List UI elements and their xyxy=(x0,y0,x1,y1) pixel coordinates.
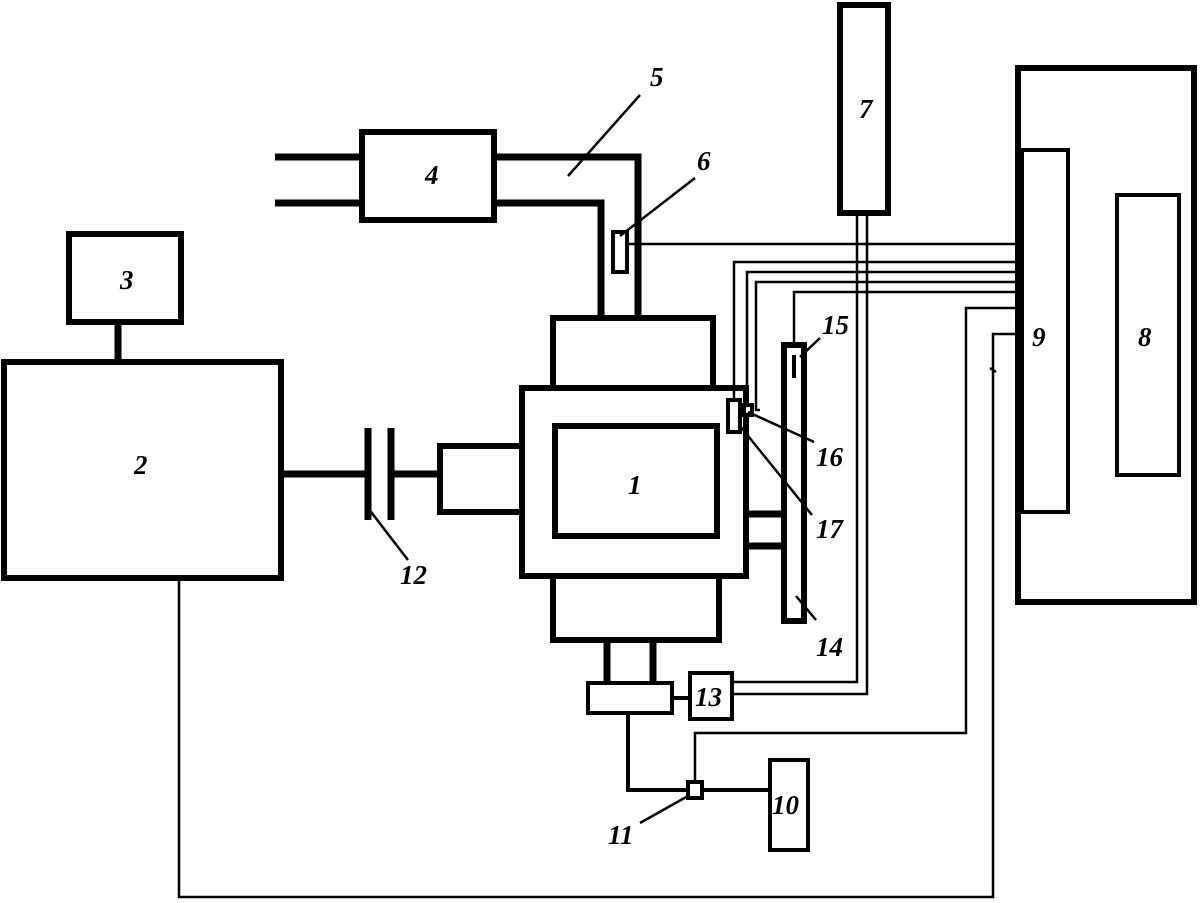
block-2 xyxy=(1,359,284,581)
block-1-assembly xyxy=(519,315,749,715)
label-12: 12 xyxy=(400,560,427,590)
block-13 xyxy=(672,671,734,721)
label-4: 4 xyxy=(424,160,439,190)
label-16: 16 xyxy=(816,442,844,472)
label-17: 17 xyxy=(816,514,845,544)
rods-to-14 xyxy=(746,510,784,550)
label-8: 8 xyxy=(1138,322,1152,352)
sensor-6 xyxy=(611,230,629,274)
label-2: 2 xyxy=(133,450,148,480)
label-1: 1 xyxy=(628,470,642,500)
block-10 xyxy=(768,758,810,852)
label-15: 15 xyxy=(822,310,849,340)
intake-pipe-5 xyxy=(275,129,642,318)
labels: 1 2 3 4 5 6 7 8 9 10 11 12 13 14 15 16 1… xyxy=(119,62,1152,850)
sensor-11 xyxy=(686,780,704,800)
label-7: 7 xyxy=(859,94,874,124)
signal-bus xyxy=(177,242,1022,899)
block-7 xyxy=(837,2,891,216)
label-11: 11 xyxy=(608,820,634,850)
label-3: 3 xyxy=(119,265,134,295)
label-13: 13 xyxy=(695,682,722,712)
block-9-panel xyxy=(1020,148,1070,514)
block-8 xyxy=(1115,193,1181,477)
line-to-10 xyxy=(626,713,810,852)
label-5: 5 xyxy=(650,62,664,92)
label-14: 14 xyxy=(816,632,843,662)
label-10: 10 xyxy=(772,790,800,820)
block-3 xyxy=(66,231,184,362)
leader-lines xyxy=(367,94,821,825)
label-6: 6 xyxy=(697,146,711,176)
leads-7-to-13 xyxy=(732,213,869,696)
shaft-coupling-12 xyxy=(281,428,525,520)
sensor-17 xyxy=(726,398,742,434)
label-9: 9 xyxy=(1032,322,1046,352)
